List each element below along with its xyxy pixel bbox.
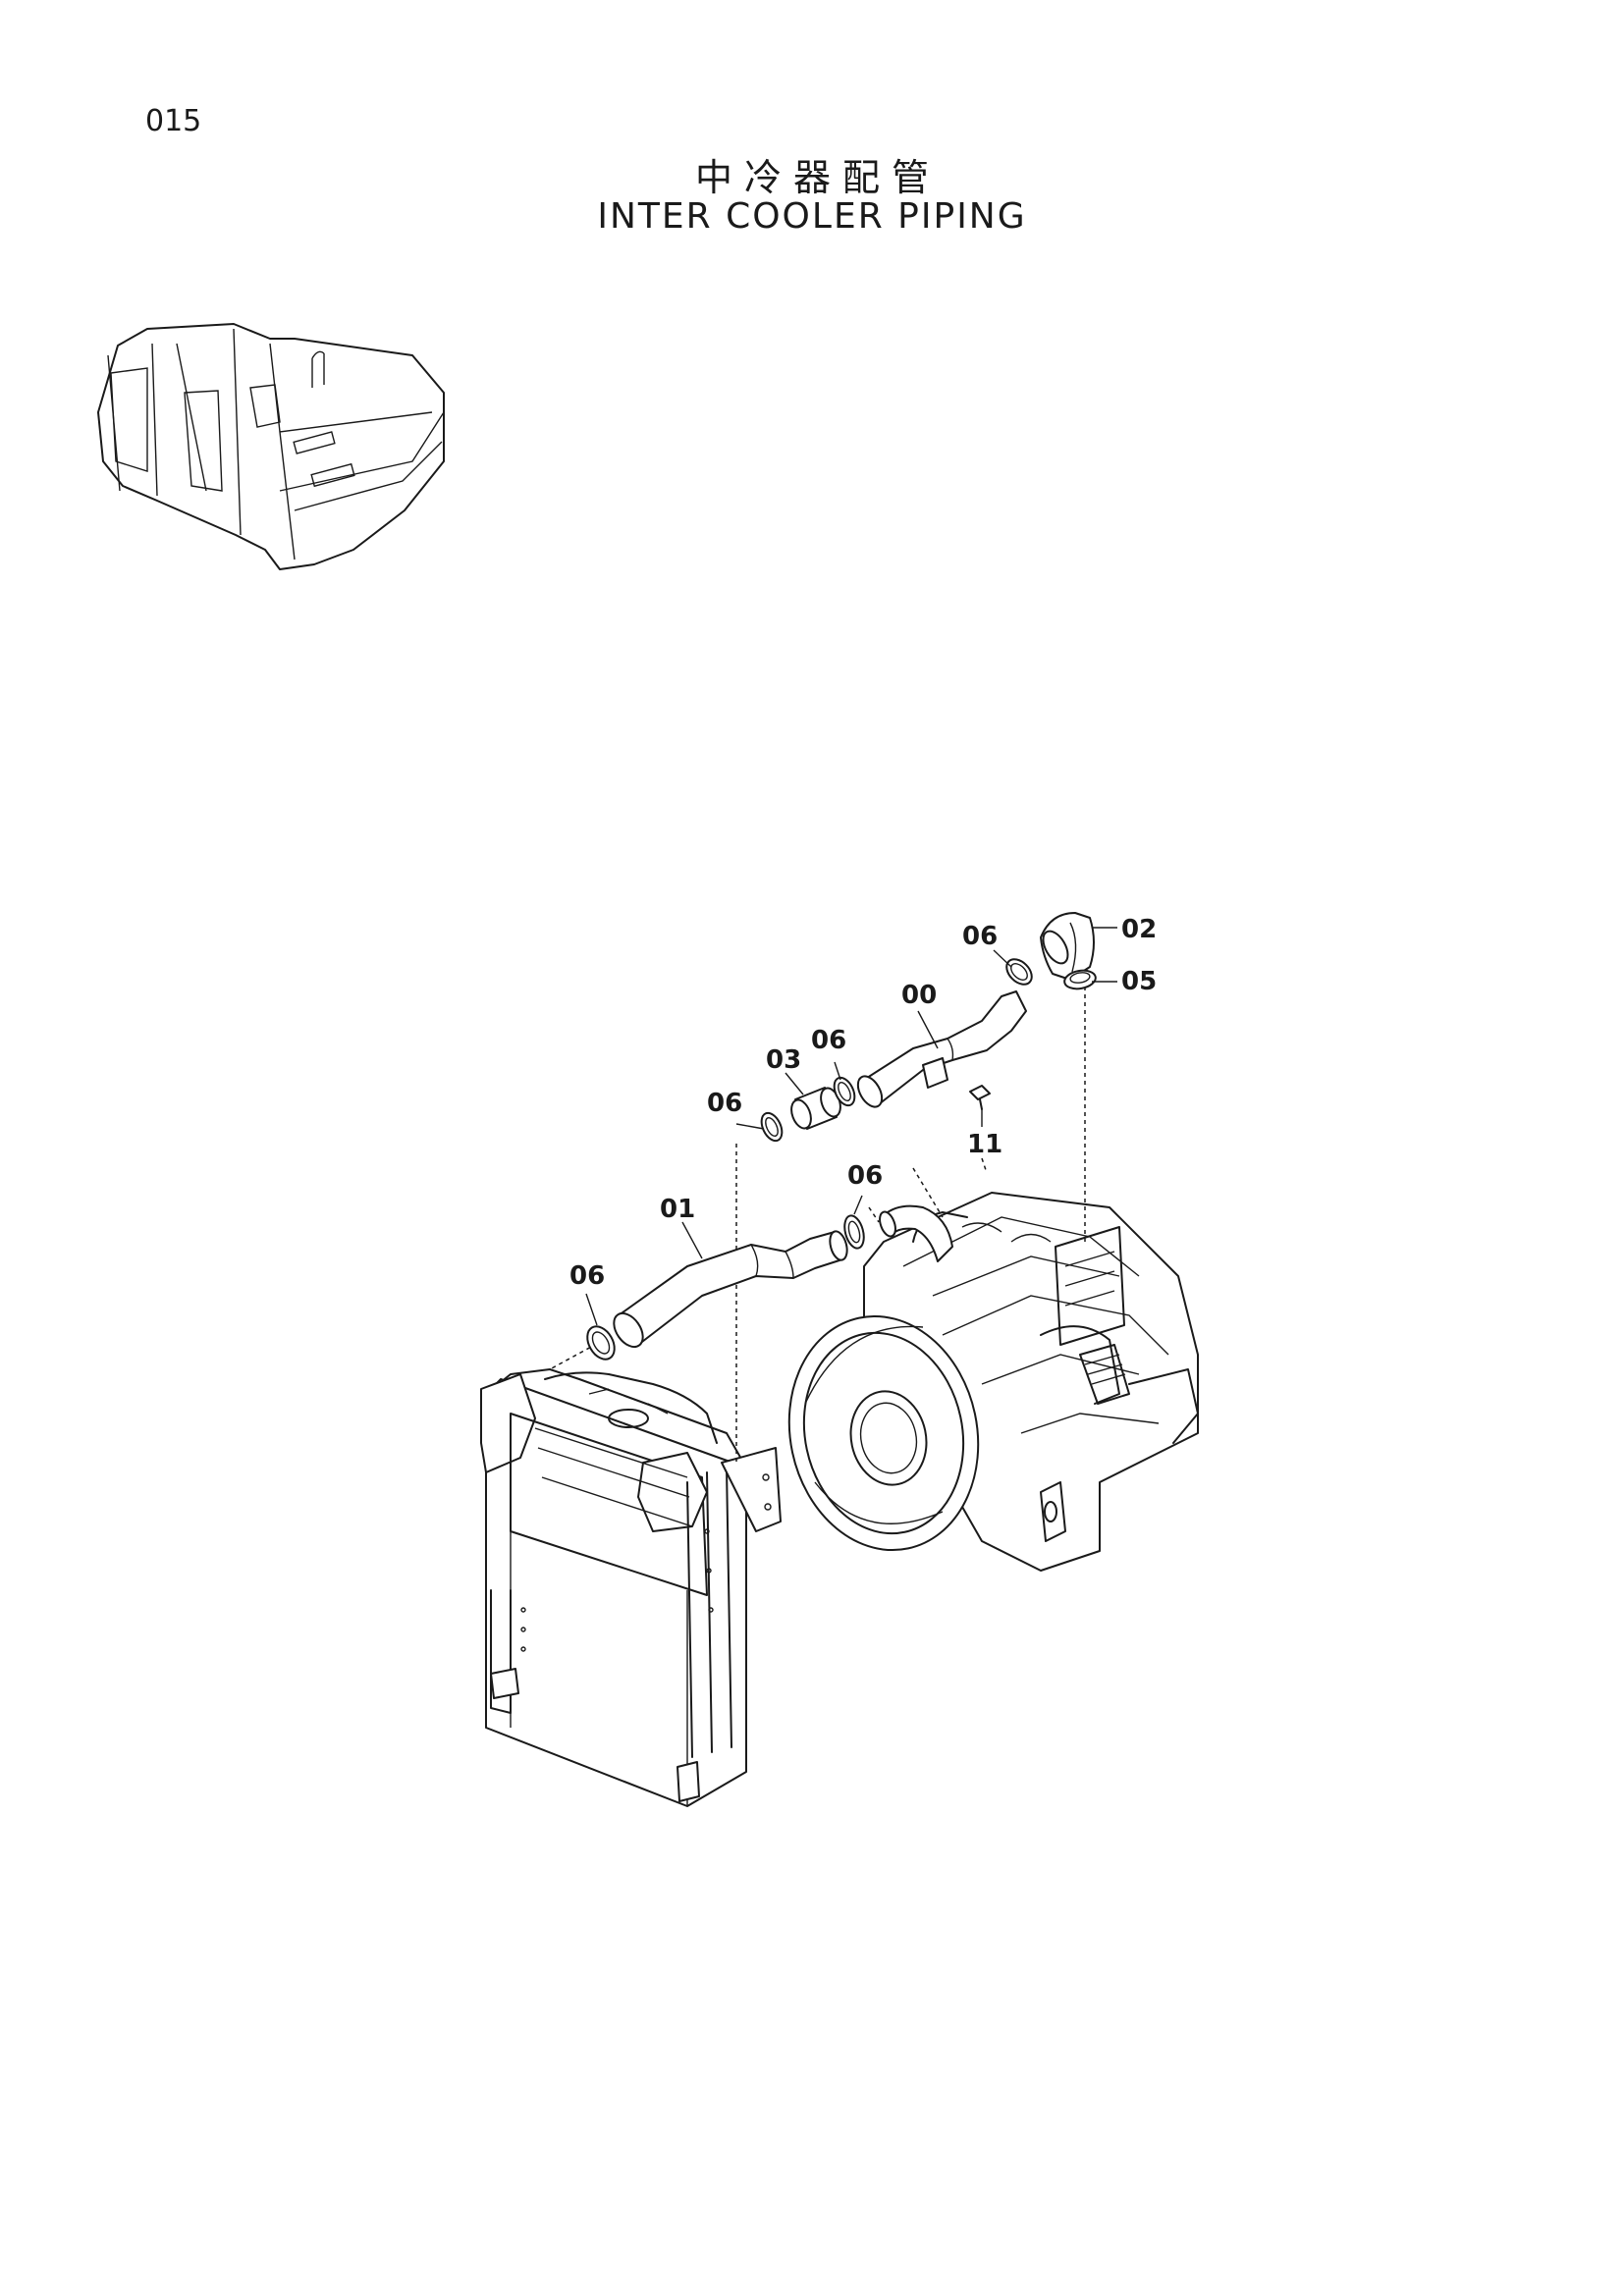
callout-01: 01: [660, 1195, 695, 1224]
callout-06: 06: [847, 1161, 883, 1191]
pipe-00: [856, 990, 1027, 1108]
clamp-05: [1063, 969, 1097, 990]
radiator-intercooler-assembly: [480, 1368, 782, 1807]
engine-pulley: [787, 1314, 980, 1552]
clamp-06-mid: [843, 1214, 865, 1250]
engine-inlet-elbow: [879, 1204, 953, 1262]
page-number: 015: [145, 104, 202, 138]
callout-06: 06: [707, 1089, 742, 1118]
excavator-locator-icon: [97, 323, 445, 570]
callout-06: 06: [962, 922, 998, 951]
hose-03: [790, 1087, 841, 1130]
callout-00: 00: [901, 981, 937, 1010]
bolt-11: [969, 1085, 991, 1110]
elbow-hose-02: [1040, 912, 1095, 981]
callout-leaders: [585, 927, 1117, 1326]
callout-05: 05: [1121, 967, 1157, 996]
callout-11: 11: [967, 1130, 1002, 1159]
hose-01: [613, 1230, 848, 1349]
clamp-06-lower: [586, 1325, 616, 1361]
callout-06: 06: [569, 1261, 605, 1291]
callout-06: 06: [811, 1026, 846, 1055]
callout-03: 03: [766, 1045, 801, 1075]
clamp-06-top: [1005, 958, 1033, 986]
clamp-06-upper: [833, 1076, 856, 1107]
callout-02: 02: [1121, 915, 1157, 944]
title-chinese: 中冷器配管: [694, 156, 941, 199]
title-english: INTER COOLER PIPING: [597, 196, 1027, 237]
clamp-06-left: [760, 1111, 784, 1143]
